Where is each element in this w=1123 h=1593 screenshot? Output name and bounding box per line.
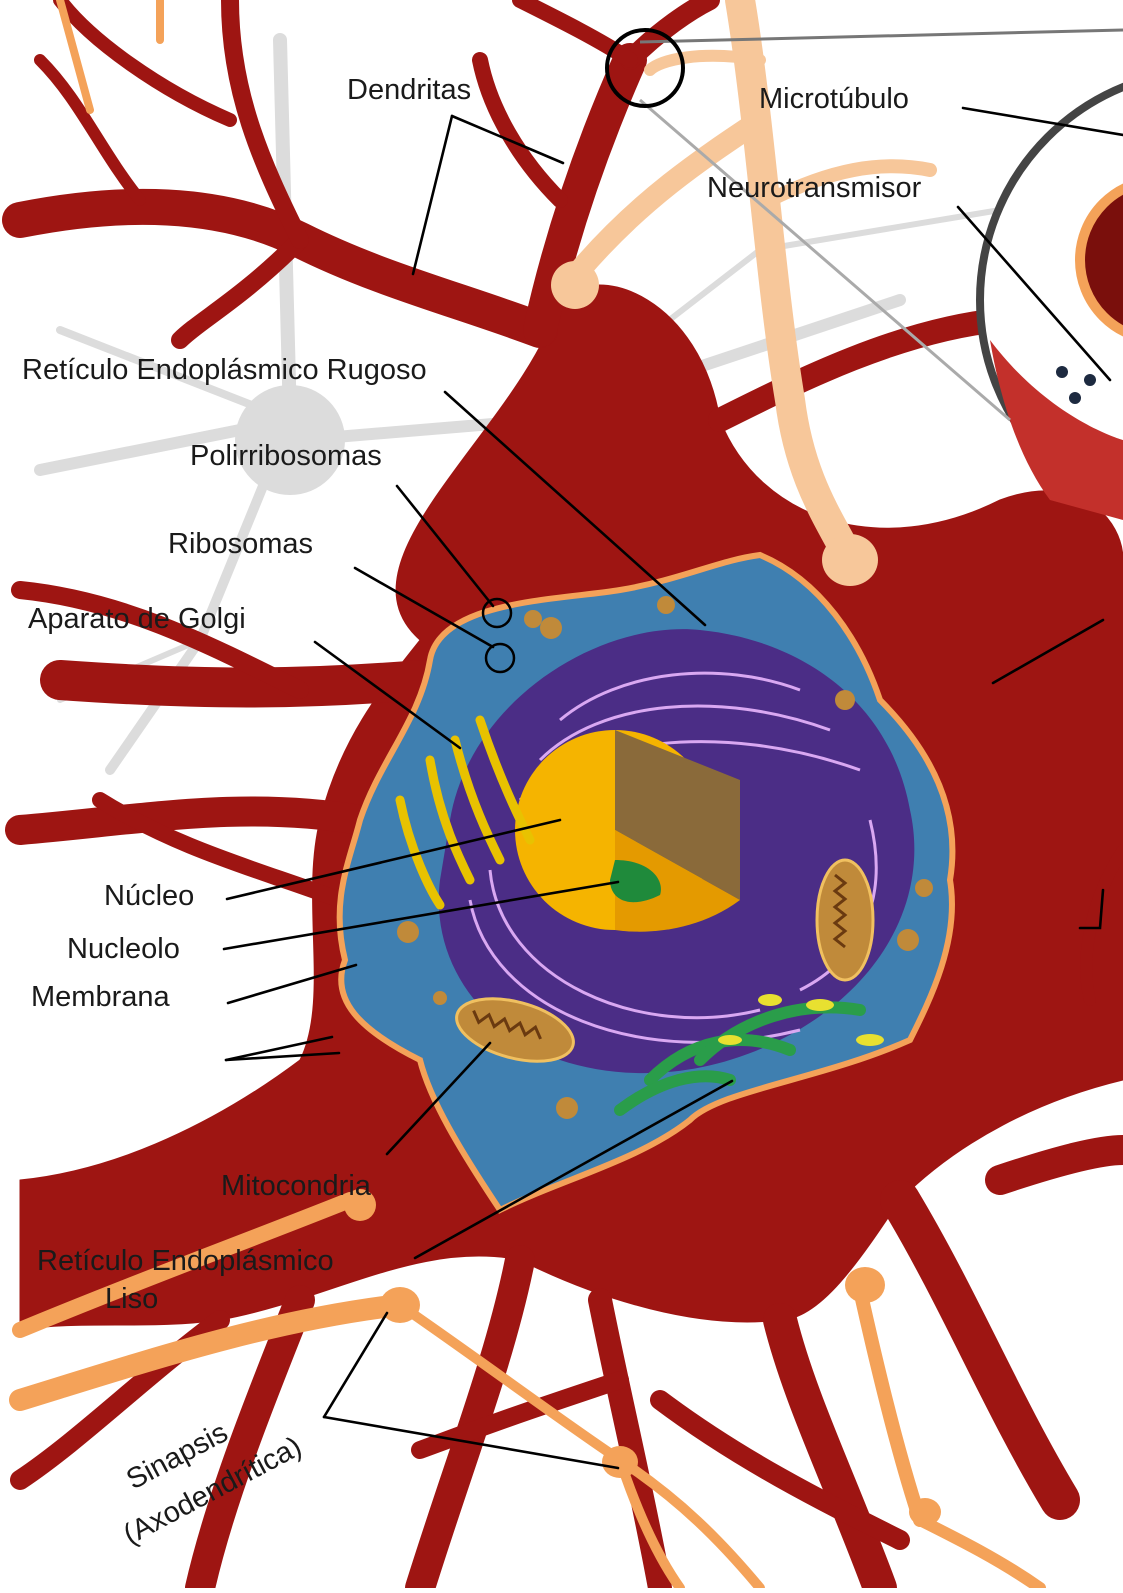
label-microtubulo: Microtúbulo [759,83,909,115]
label-reticulo-endoplasmico-liso-2: Liso [105,1283,158,1315]
label-membrana: Membrana [31,981,170,1013]
label-nucleo: Núcleo [104,880,194,912]
label-reticulo-endoplasmico-rugoso: Retículo Endoplásmico Rugoso [22,354,427,386]
label-ribosomas: Ribosomas [168,528,313,560]
label-aparato-de-golgi: Aparato de Golgi [28,603,246,635]
label-polirribosomas: Polirribosomas [190,440,382,472]
label-dendritas: Dendritas [347,74,471,106]
label-mitocondria: Mitocondria [221,1170,372,1202]
label-neurotransmisor: Neurotransmisor [707,172,922,204]
label-reticulo-endoplasmico-liso-1: Retículo Endoplásmico [37,1245,334,1277]
label-nucleolo: Nucleolo [67,933,180,965]
